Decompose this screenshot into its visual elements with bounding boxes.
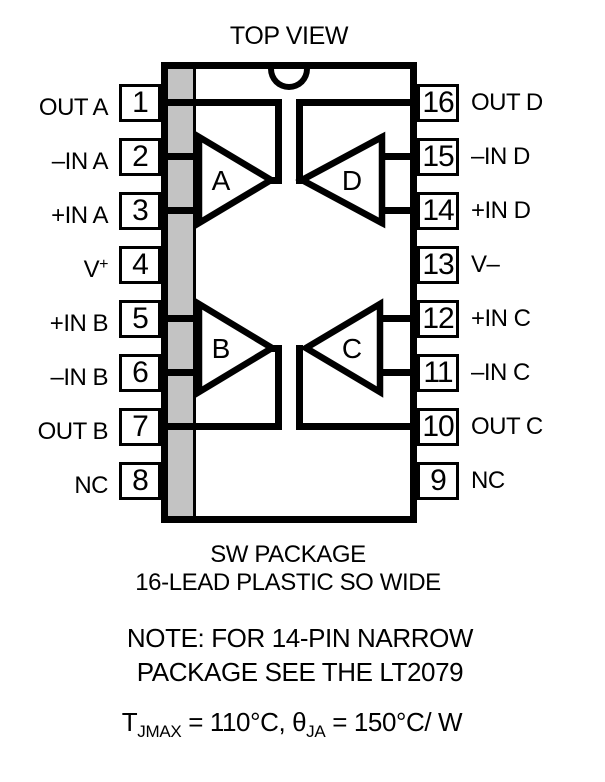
wire-in-d-neg bbox=[379, 153, 417, 160]
pin-box-12: 12 bbox=[417, 300, 459, 338]
pin-number-7: 7 bbox=[132, 410, 149, 443]
pin-label-out-c: OUT C bbox=[471, 413, 543, 440]
pin-label-nc-right: NC bbox=[471, 467, 505, 494]
pin-number-15: 15 bbox=[422, 140, 454, 173]
wire-in-b-neg bbox=[161, 369, 203, 376]
pin-number-11: 11 bbox=[423, 356, 453, 389]
theta-value: = 150°C/ W bbox=[325, 707, 463, 737]
theta-subscript: JA bbox=[306, 722, 326, 741]
pin-box-8: 8 bbox=[119, 462, 161, 500]
wire-out-a-v bbox=[275, 99, 282, 184]
wire-out-b-h bbox=[161, 423, 282, 430]
pin-number-5: 5 bbox=[132, 302, 149, 335]
wire-out-c-h bbox=[296, 423, 417, 430]
wire-out-d-v bbox=[296, 99, 303, 184]
pin-box-11: 11 bbox=[417, 354, 459, 392]
wire-in-a-neg bbox=[161, 153, 203, 160]
pin-label-out-d: OUT D bbox=[471, 89, 543, 116]
pin-box-14: 14 bbox=[417, 192, 459, 230]
pin-label-out-a: OUT A bbox=[38, 94, 109, 121]
pin-label-v-plus: V+ bbox=[83, 256, 109, 283]
pin-number-2: 2 bbox=[132, 140, 149, 173]
pin-label-nc-left: NC bbox=[74, 472, 108, 499]
pin-number-3: 3 bbox=[132, 194, 149, 227]
pin-box-5: 5 bbox=[119, 300, 161, 338]
pin-number-8: 8 bbox=[132, 464, 149, 497]
pin-box-1: 1 bbox=[119, 84, 161, 122]
wire-out-a-stub bbox=[264, 177, 278, 184]
pin-box-2: 2 bbox=[119, 138, 161, 176]
pin-box-16: 16 bbox=[417, 84, 459, 122]
tjmax-value: = 110°C, bbox=[181, 707, 293, 737]
pin-box-10: 10 bbox=[417, 408, 459, 446]
pin-box-4: 4 bbox=[119, 246, 161, 284]
wire-out-d-h bbox=[296, 99, 417, 106]
pin-number-10: 10 bbox=[422, 410, 454, 443]
package-outline bbox=[161, 62, 417, 523]
pin-label-neg-in-d: –IN D bbox=[471, 143, 530, 170]
tjmax-symbol: T bbox=[121, 707, 138, 737]
wire-in-d-pos bbox=[379, 207, 417, 214]
theta-symbol: θ bbox=[292, 707, 307, 737]
pin-box-3: 3 bbox=[119, 192, 161, 230]
pin-number-9: 9 bbox=[430, 464, 447, 497]
pin-label-neg-in-a: –IN A bbox=[51, 148, 109, 175]
pin-label-v-minus: V– bbox=[471, 251, 500, 278]
wire-out-a-h bbox=[161, 99, 282, 106]
pin-label-neg-in-c: –IN C bbox=[471, 359, 530, 386]
thermal-spec: TJMAX = 110°C, θJA = 150°C/ W bbox=[42, 707, 542, 742]
pin-number-12: 12 bbox=[422, 302, 454, 335]
wire-in-c-neg bbox=[379, 369, 417, 376]
pin-number-1: 1 bbox=[132, 86, 149, 119]
wire-in-a-pos bbox=[161, 207, 203, 214]
pin-number-16: 16 bbox=[422, 86, 454, 119]
pin-number-13: 13 bbox=[422, 248, 454, 281]
pin-box-15: 15 bbox=[417, 138, 459, 176]
pin-box-7: 7 bbox=[119, 408, 161, 446]
pin-label-out-b: OUT B bbox=[37, 418, 109, 445]
pin-label-neg-in-b: –IN B bbox=[50, 364, 108, 391]
note-line2: PACKAGE SEE THE LT2079 bbox=[136, 657, 464, 687]
wire-out-b-v bbox=[275, 345, 282, 430]
pin-box-6: 6 bbox=[119, 354, 161, 392]
pin-label-pos-in-d: +IN D bbox=[471, 197, 531, 224]
wire-in-b-pos bbox=[161, 315, 203, 322]
die-stripe bbox=[168, 69, 196, 516]
pin1-notch bbox=[268, 69, 310, 90]
pin-label-pos-in-c: +IN C bbox=[471, 305, 531, 332]
package-name-line1: SW PACKAGE bbox=[210, 541, 366, 568]
pin-number-6: 6 bbox=[132, 356, 149, 389]
wire-out-c-v bbox=[296, 345, 303, 430]
pin-number-4: 4 bbox=[132, 248, 149, 281]
pin-box-13: 13 bbox=[417, 246, 459, 284]
pin-label-pos-in-b: +IN B bbox=[49, 310, 109, 337]
note-line1: NOTE: FOR 14-PIN NARROW bbox=[126, 623, 474, 653]
pin-number-14: 14 bbox=[422, 194, 454, 227]
top-view-title: TOP VIEW bbox=[229, 22, 349, 50]
package-name-line2: 16-LEAD PLASTIC SO WIDE bbox=[135, 569, 441, 596]
pin-label-pos-in-a: +IN A bbox=[51, 202, 108, 229]
wire-in-c-pos bbox=[379, 315, 417, 322]
tjmax-subscript: JMAX bbox=[137, 722, 182, 741]
pin-box-9: 9 bbox=[417, 462, 459, 500]
wire-out-b-stub bbox=[264, 345, 278, 352]
